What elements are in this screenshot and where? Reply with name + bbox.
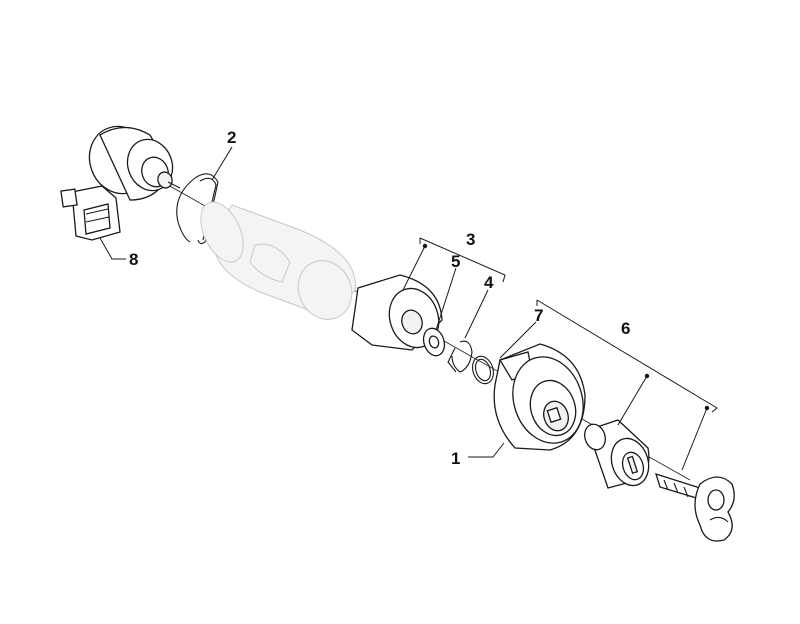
callout-4: 4 [484,273,494,292]
leader-5 [435,267,457,331]
ghost-housing-cylinder [200,201,356,320]
callout-7: 7 [534,306,543,325]
callout-5: 5 [451,252,460,271]
callout-8: 8 [129,250,138,269]
part-circlip [447,340,473,373]
part-ignition-switch [60,125,181,241]
part-rubber-sleeve [351,274,443,351]
callout-3: 3 [466,230,475,249]
part-washer [422,327,446,357]
callout-2: 2 [227,128,236,147]
callout-1: 1 [451,449,460,468]
bracket-3 [402,237,506,291]
bracket-6 [536,299,718,471]
leader-1 [468,442,505,458]
leader-4 [464,289,489,339]
part-o-ring [472,355,494,385]
leader-2 [211,146,233,181]
callout-6: 6 [621,319,630,338]
part-lock-housing [493,343,586,451]
leader-8 [99,237,126,260]
part-key [655,473,735,542]
leader-7 [499,321,537,359]
part-lock-cylinder [584,419,650,489]
